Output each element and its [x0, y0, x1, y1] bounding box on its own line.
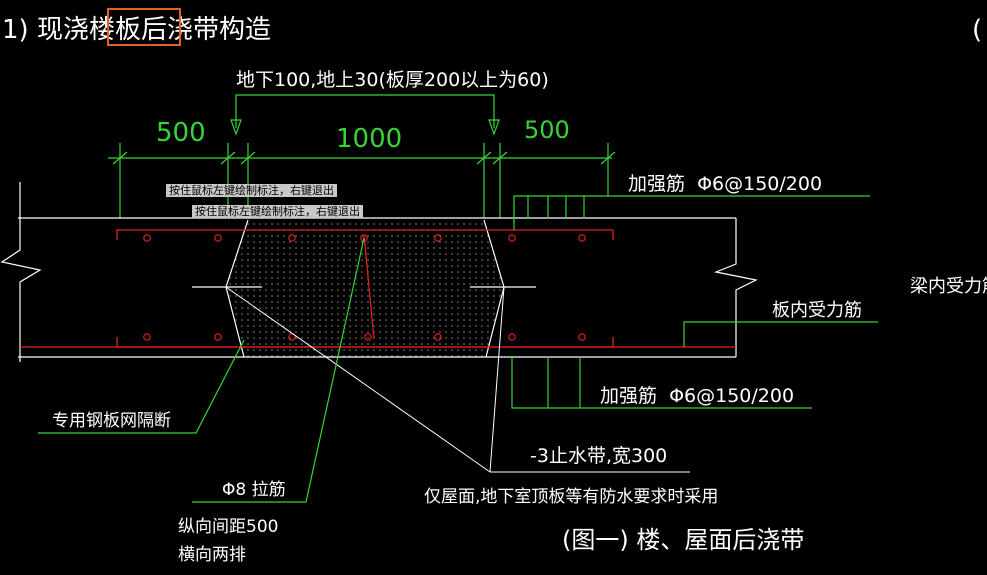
label-steel-mesh: 专用钢板网隔断: [52, 411, 171, 431]
label-waterstop: -3止水带,宽300: [530, 445, 667, 467]
top-annotation-bracket: [230, 94, 500, 136]
figure-caption: (图一) 楼、屋面后浇带: [562, 526, 804, 554]
label-tie-spacing: 纵向间距500: [178, 517, 278, 537]
post-pour-strip: [226, 220, 504, 357]
rebar-dots: [143, 234, 586, 341]
rebars: [20, 229, 736, 348]
label-bottom-rebar: 加强筋 Φ6@150/200: [600, 385, 794, 407]
dim-left: 500: [156, 118, 206, 148]
title-right-fragment: (: [972, 15, 982, 45]
dimension-line: [108, 143, 616, 218]
dim-right: 500: [524, 116, 570, 144]
cad-tooltip-2: 按住鼠标左键绘制标注，右键退出: [192, 205, 363, 218]
label-top-rebar: 加强筋 Φ6@150/200: [628, 173, 822, 195]
label-slab-rebar: 板内受力筋: [772, 300, 862, 321]
top-annotation: 地下100,地上30(板厚200以上为60): [236, 69, 549, 91]
label-tie-rows: 横向两排: [178, 545, 246, 565]
cad-tooltip-1: 按住鼠标左键绘制标注，右键退出: [166, 184, 337, 197]
waterstop-leaders: [225, 286, 690, 473]
label-tie-bar: Φ8 拉筋: [222, 480, 286, 500]
drawing-title: 1) 现浇楼板后浇带构造: [2, 15, 271, 45]
title-highlight-box: [107, 8, 181, 46]
leader-lines: [38, 195, 878, 503]
dim-center: 1000: [336, 124, 402, 154]
label-beam-rebar: 梁内受力筋: [910, 276, 987, 297]
label-waterstop-note: 仅屋面,地下室顶板等有防水要求时采用: [424, 487, 718, 507]
